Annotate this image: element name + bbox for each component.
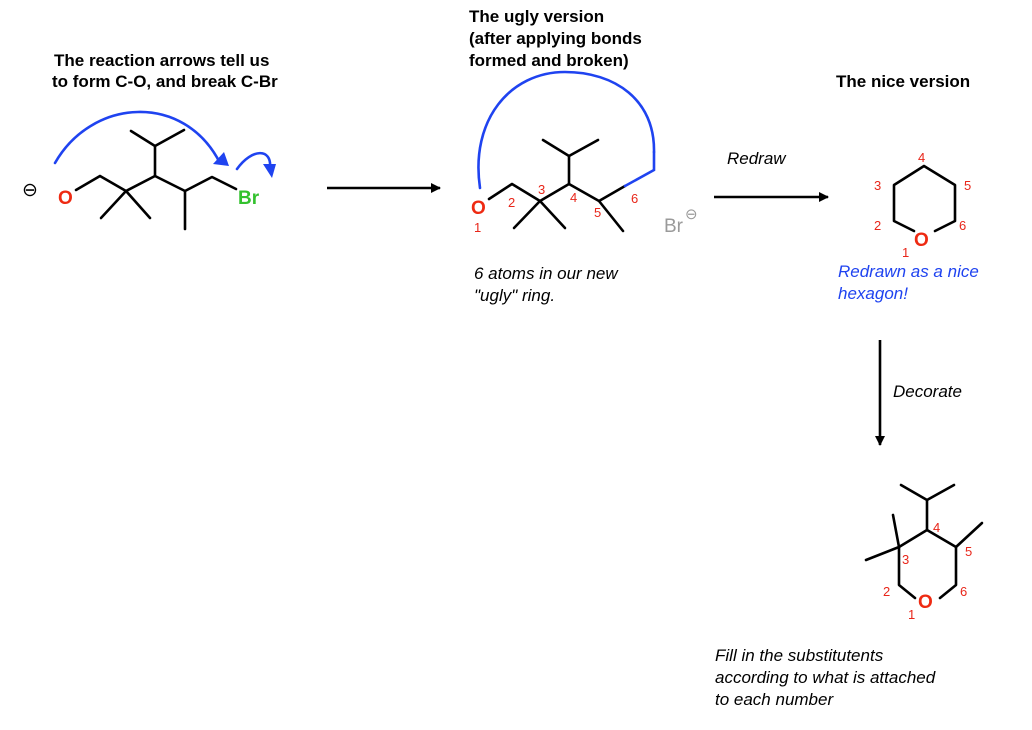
fill-in-note-line-1: Fill in the substitutents [715, 646, 884, 665]
decorated-product-molecule: O 1 2 3 4 5 6 [864, 483, 984, 622]
hexagon-bonds [892, 164, 957, 233]
isopropyl-bond-b [153, 128, 186, 148]
number-label-4: 4 [570, 190, 577, 205]
main-chain-bonds [74, 174, 238, 193]
heading-left: The reaction arrows tell us to form C-O,… [52, 51, 278, 91]
heading-right: The nice version [836, 72, 970, 91]
number-label-5: 5 [594, 205, 601, 220]
redraw-label: Redraw [727, 149, 787, 168]
heading-middle-line-2: (after applying bonds [469, 29, 642, 48]
ugly-methyl-bond [597, 199, 625, 233]
ring-closure-bond [477, 70, 656, 190]
bromine-atom: Br [238, 188, 260, 209]
product-number-2: 2 [883, 584, 890, 599]
product-isopropyl-a [899, 483, 929, 532]
curved-arrow-head-2 [263, 164, 276, 178]
hexagon-oxygen-atom: O [914, 230, 929, 251]
number-label-3: 3 [538, 182, 545, 197]
heading-middle-line-1: The ugly version [469, 7, 604, 26]
product-gem-methyl-2 [891, 513, 901, 549]
product-isopropyl-b [925, 483, 956, 502]
ugly-isopropyl-a [541, 138, 571, 186]
oxygen-atom: O [58, 188, 73, 209]
ugly-gem-methyl-1 [512, 199, 542, 230]
number-label-1: 1 [474, 220, 481, 235]
ugly-isopropyl-b [567, 138, 600, 158]
curved-arrow-o-to-c [53, 110, 222, 165]
heading-left-line-1: The reaction arrows tell us [54, 51, 269, 70]
ugly-gem-methyl-2 [538, 199, 567, 230]
curved-arrow-head-1 [213, 152, 229, 166]
product-number-5: 5 [965, 544, 972, 559]
product-oxygen-atom: O [918, 592, 933, 613]
decorate-label: Decorate [893, 382, 962, 401]
ugly-c6-bond [623, 150, 656, 188]
gem-methyl-bond-1 [99, 189, 128, 220]
hexagon-note-line-2: hexagon! [838, 284, 908, 303]
product-number-3: 3 [902, 552, 909, 567]
fill-in-note-line-2: according to what is attached [715, 668, 936, 687]
isopropyl-bond-a [129, 129, 157, 178]
ugly-chain-bonds [487, 182, 627, 203]
product-number-4: 4 [933, 520, 940, 535]
ugly-ring-note-line-2: "ugly" ring. [474, 286, 555, 305]
curved-arrow-c-to-br [235, 151, 272, 171]
ring-oxygen-atom: O [471, 198, 486, 219]
product-methyl-bond [954, 521, 984, 549]
fill-in-note: Fill in the substitutents according to w… [715, 646, 940, 709]
product-number-1: 1 [908, 607, 915, 622]
product-number-6: 6 [960, 584, 967, 599]
hexagon-number-1: 1 [902, 245, 909, 260]
heading-left-line-2: to form C-O, and break C-Br [52, 72, 278, 91]
hexagon-number-2: 2 [874, 218, 881, 233]
product-gem-methyl-1 [864, 545, 901, 562]
starting-molecule: ⊖ O Br [22, 110, 276, 231]
number-label-2: 2 [508, 195, 515, 210]
heading-middle: The ugly version (after applying bonds f… [469, 7, 647, 70]
nice-hexagon-molecule: O 1 2 3 4 5 6 [874, 150, 971, 260]
hexagon-note: Redrawn as a nice hexagon! [838, 262, 984, 303]
fill-in-note-line-3: to each number [715, 690, 834, 709]
bromide-charge-icon: ⊖ [685, 206, 698, 223]
bromide-ion: Br [664, 216, 684, 237]
hexagon-number-5: 5 [964, 178, 971, 193]
hexagon-number-4: 4 [918, 150, 925, 165]
hexagon-number-6: 6 [959, 218, 966, 233]
number-label-6: 6 [631, 191, 638, 206]
ugly-ring-molecule: O 1 2 3 4 5 6 Br ⊖ [471, 70, 698, 237]
ugly-ring-note: 6 atoms in our new "ugly" ring. [474, 264, 622, 305]
hexagon-note-line-1: Redrawn as a nice [838, 262, 979, 281]
minus-charge-icon: ⊖ [22, 180, 38, 201]
ugly-ring-note-line-1: 6 atoms in our new [474, 264, 619, 283]
heading-middle-line-3: formed and broken) [469, 51, 629, 70]
gem-methyl-bond-2 [124, 189, 152, 220]
hexagon-number-3: 3 [874, 178, 881, 193]
